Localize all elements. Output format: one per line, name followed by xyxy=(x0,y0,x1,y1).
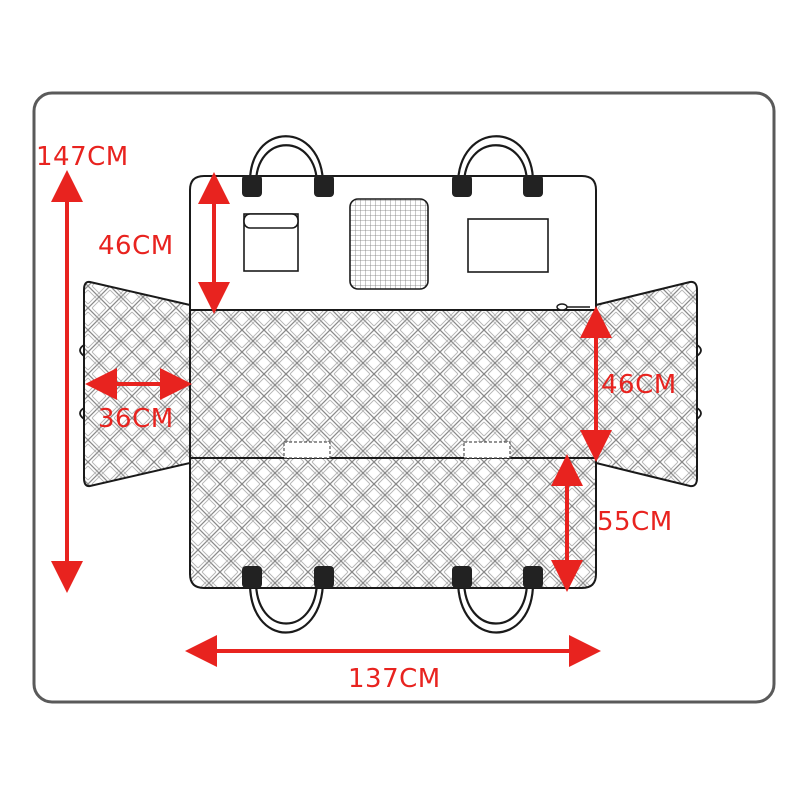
storage-pocket-right xyxy=(467,218,549,273)
mesh-window-icon xyxy=(349,198,429,290)
top-left-handle-strap xyxy=(248,135,325,186)
side-flap-width-label: 36CM xyxy=(98,404,174,434)
seat-depth-label: 46CM xyxy=(601,370,677,400)
front-flap-height-label: 55CM xyxy=(597,507,673,537)
right-side-flap xyxy=(595,280,698,488)
seat-panel xyxy=(189,309,597,459)
backrest-height-label: 46CM xyxy=(98,231,174,261)
bottom-left-handle-strap xyxy=(248,579,325,634)
storage-pocket-left xyxy=(243,213,299,272)
seatbelt-slots xyxy=(283,441,511,459)
total-length-label: 147CM xyxy=(36,142,129,172)
bottom-right-handle-strap xyxy=(456,579,535,634)
strap-tabs xyxy=(242,175,543,588)
top-right-handle-strap xyxy=(456,135,535,186)
total-width-label: 137CM xyxy=(348,664,441,694)
